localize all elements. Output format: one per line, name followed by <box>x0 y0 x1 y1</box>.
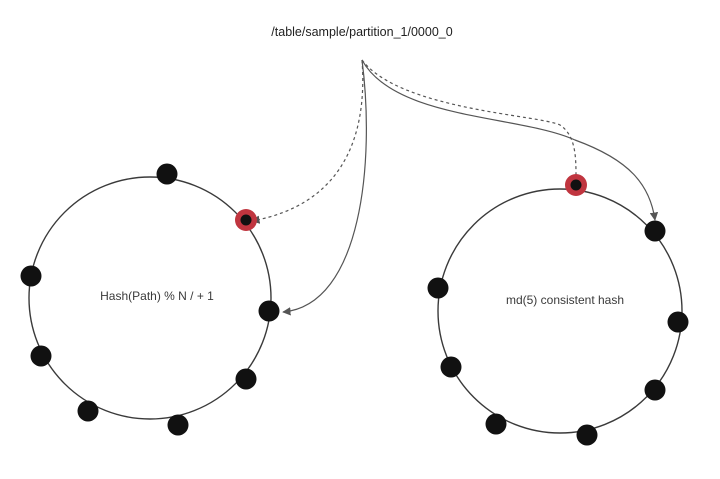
left-ring-node <box>258 300 280 322</box>
right-ring-node <box>644 220 666 242</box>
left-ring-node <box>20 265 42 287</box>
left-ring-highlighted-node <box>235 209 257 231</box>
right-ring-node <box>644 379 666 401</box>
left-ring-label: Hash(Path) % N / + 1 <box>100 289 214 303</box>
solid-arrow-to-left-node <box>282 59 367 316</box>
left-ring-node <box>156 163 178 185</box>
solid-arrow-to-right-node <box>361 59 659 221</box>
right-ring-node <box>427 277 449 299</box>
left-hash-ring <box>28 176 272 420</box>
dashed-arrow-to-right-highlight <box>361 59 577 176</box>
right-ring-node <box>485 413 507 435</box>
right-hash-ring <box>437 188 683 434</box>
left-ring-node <box>30 345 52 367</box>
right-ring-highlighted-node <box>565 174 587 196</box>
left-ring-node <box>167 414 189 436</box>
path-label: /table/sample/partition_1/0000_0 <box>271 25 452 39</box>
right-ring-node <box>440 356 462 378</box>
dashed-arrow-to-left-highlight <box>251 59 364 224</box>
left-ring-node <box>235 368 257 390</box>
right-ring-node <box>667 311 689 333</box>
right-ring-node <box>576 424 598 446</box>
right-ring-label: md(5) consistent hash <box>506 293 624 307</box>
left-ring-node <box>77 400 99 422</box>
